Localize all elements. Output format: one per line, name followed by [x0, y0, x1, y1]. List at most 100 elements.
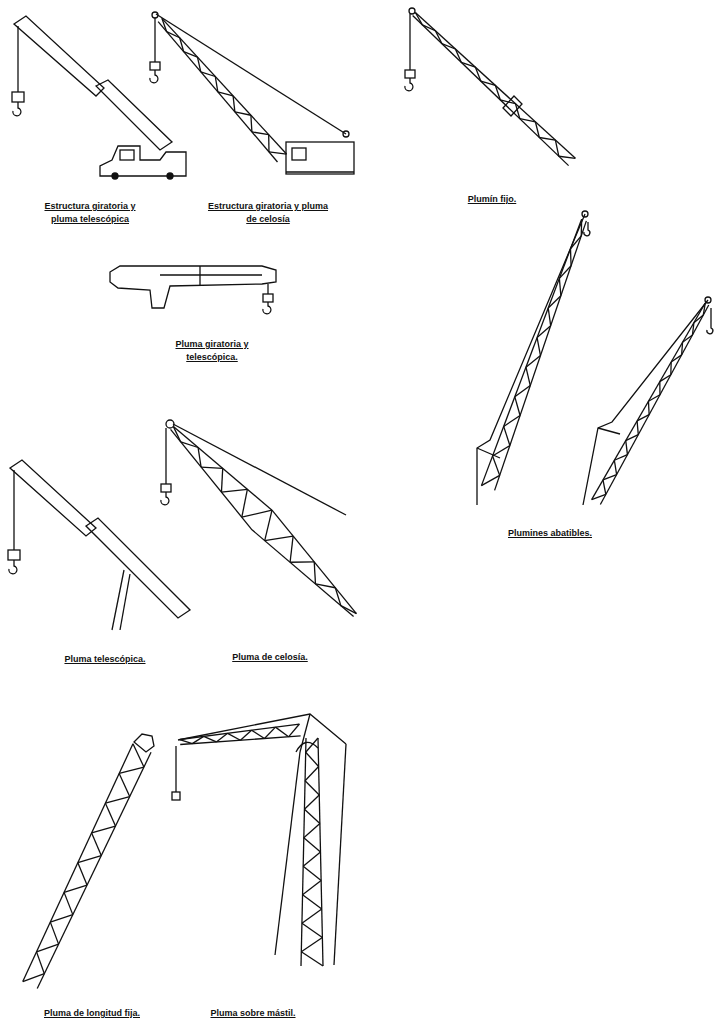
lattice-boom [161, 420, 346, 515]
lattice-bar [37, 944, 59, 952]
lattice-bar [435, 31, 441, 44]
lattice-bar [581, 219, 583, 236]
lattice-bar [37, 952, 45, 974]
lattice-bar [555, 140, 558, 156]
lattice-bar [306, 752, 319, 766]
lattice-bar [78, 863, 87, 885]
lattice-bar [235, 112, 251, 115]
lattice-bar [341, 606, 357, 614]
lattice-bar [570, 249, 572, 266]
lattice-bar [180, 724, 300, 739]
lattice-bar [495, 221, 587, 491]
lattice-bar [221, 468, 222, 492]
lattice-bar [413, 15, 569, 165]
lattice-bar [504, 426, 510, 445]
lattice-bar [268, 135, 270, 152]
lattice-bar [303, 895, 322, 909]
lattice-bar [461, 62, 475, 67]
lattice-crane [150, 12, 354, 174]
lattice-bar [302, 923, 322, 937]
lattice-bar [306, 738, 318, 752]
lattice-bar [548, 296, 561, 308]
lattice-bar [520, 119, 536, 122]
lattice-bar [648, 401, 650, 414]
lattice-bar [304, 838, 321, 852]
lattice-bar [559, 278, 560, 295]
lattice-bar [305, 781, 319, 795]
lattice-bar [216, 733, 227, 742]
lattice-bar [78, 856, 101, 863]
lattice-bar [475, 67, 480, 81]
lattice-bar [314, 562, 315, 584]
lattice-bar [180, 740, 193, 744]
fixed-jib [405, 8, 522, 116]
lattice-bar [269, 152, 287, 154]
caption-label: Pluma sobre mástil. [173, 1007, 333, 1020]
lattice-bar [592, 494, 606, 499]
lattice-bar [265, 510, 272, 540]
lattice-bar [201, 467, 223, 468]
caption-label: Plumín fijo. [432, 193, 552, 206]
lattice-bar [301, 738, 306, 966]
lattice-bar [592, 303, 706, 500]
lattice-bar [303, 852, 320, 866]
lattice-bar [119, 773, 130, 796]
lattice-bar [162, 18, 167, 31]
lattice-bar [304, 809, 319, 823]
lattice-bar [303, 881, 322, 895]
lattice-bar [571, 236, 582, 249]
lattice-bar [415, 13, 575, 159]
lattice-bar [305, 767, 319, 781]
lattice-bar [603, 475, 617, 480]
lattice-bar [637, 421, 638, 435]
lattice-bar [105, 797, 129, 804]
lattice-bar [614, 455, 627, 461]
lattice-bar [92, 826, 116, 833]
lattice-bar [692, 323, 693, 335]
lattice-bar [242, 489, 248, 517]
lattice-bar [515, 386, 530, 397]
lattice-bar [493, 445, 510, 456]
lattice-bar [215, 76, 218, 91]
lattice-bar [301, 952, 323, 966]
lattice-bar [537, 326, 551, 338]
lattice-bar [272, 510, 356, 613]
lattice-bar [252, 132, 269, 135]
caption-label: Estructura giratoria y pluma de celosía [206, 200, 331, 226]
lattice-bar [233, 96, 235, 112]
lattice-bar [173, 427, 272, 511]
lattice-bar [304, 795, 319, 809]
lattice-bar [201, 72, 216, 77]
lattice-bar [171, 429, 252, 529]
slewing-telescopic-boom [110, 266, 276, 314]
lattice-bar [455, 49, 461, 62]
lattice-bar [481, 81, 496, 85]
lattice-bar [204, 736, 217, 742]
lattice-bar [197, 57, 200, 72]
lattice-bar [442, 44, 456, 49]
lattice-bar [301, 938, 322, 952]
lattice-bar [275, 727, 288, 737]
lattice-bar [303, 866, 321, 880]
lattice-bar [537, 338, 540, 356]
caption-label: Pluma telescópica. [25, 653, 185, 666]
lattice-bar [559, 266, 571, 279]
lattice-bar [64, 892, 73, 914]
lattice-bar [181, 442, 198, 448]
lattice-bar [198, 448, 201, 468]
lattice-bar [289, 724, 300, 737]
lattice-bar [162, 18, 287, 154]
lattice-bar [133, 744, 144, 767]
lattice-bar [526, 367, 530, 385]
lattice-bar [304, 824, 320, 838]
caption-label: Pluma de celosía. [190, 651, 350, 664]
lattice-bar [92, 833, 102, 856]
lattice-bar [251, 115, 252, 132]
lattice-bar [290, 561, 314, 563]
lattice-bar [50, 915, 72, 922]
lattice-bar [105, 803, 115, 826]
lattice-bar [626, 441, 628, 455]
lattice-bar [64, 885, 87, 892]
lattice-bar [614, 460, 616, 474]
lattice-bar [265, 536, 293, 541]
